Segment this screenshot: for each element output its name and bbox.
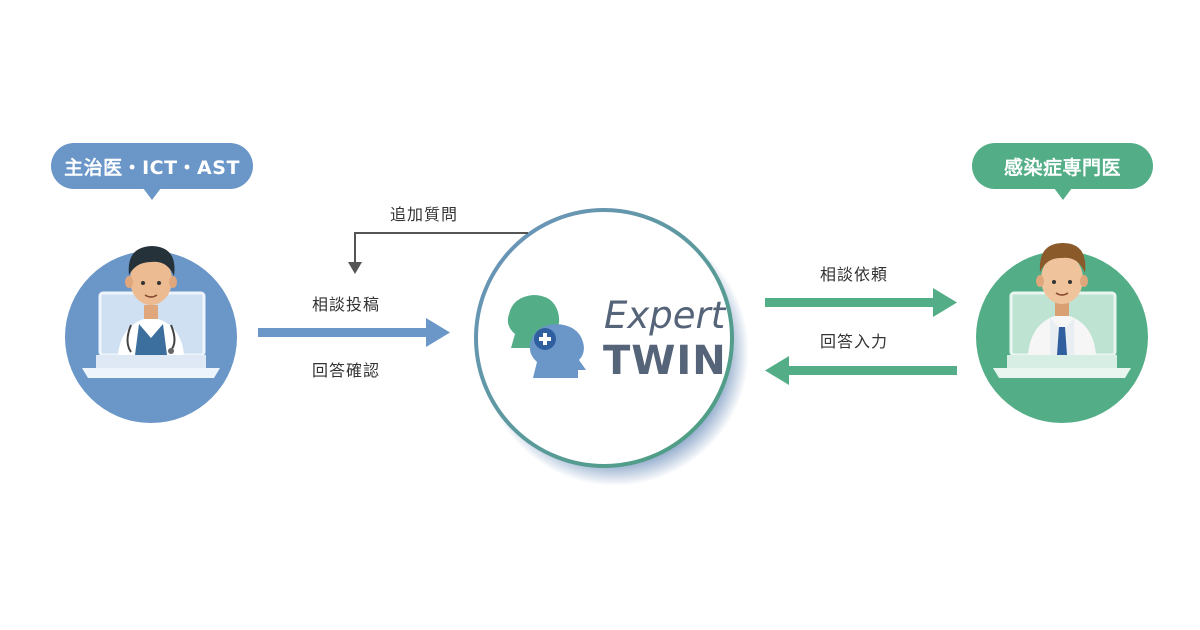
left-avatar bbox=[65, 246, 237, 423]
role-bubble-left: 主治医・ICT・AST bbox=[51, 143, 253, 200]
bubble-tail bbox=[1053, 188, 1072, 200]
role-left-label: 主治医・ICT・AST bbox=[64, 156, 240, 179]
consult-request-label: 相談依頼 bbox=[820, 265, 889, 284]
consult-post-label: 相談投稿 bbox=[312, 295, 381, 314]
platform-circle bbox=[474, 208, 749, 486]
logo-wordmark-expert: Expert bbox=[604, 294, 726, 337]
role-bubble-right: 感染症専門医 bbox=[972, 143, 1153, 200]
doctor-labcoat-icon bbox=[993, 243, 1131, 378]
consult-post-arrow bbox=[258, 318, 450, 347]
answer-confirm-label: 回答確認 bbox=[312, 361, 381, 380]
additional-question-arrow bbox=[348, 232, 528, 274]
right-avatar bbox=[976, 243, 1148, 423]
answer-input-arrow bbox=[765, 356, 957, 385]
logo-wordmark-twin: TWIN bbox=[603, 338, 727, 384]
additional-question-label: 追加質問 bbox=[390, 205, 459, 224]
twin-heads-plus-icon bbox=[507, 295, 586, 378]
bubble-tail bbox=[143, 188, 161, 200]
doctor-scrubs-icon bbox=[82, 246, 220, 378]
consult-request-arrow bbox=[765, 288, 957, 317]
answer-input-label: 回答入力 bbox=[820, 332, 889, 351]
role-right-label: 感染症専門医 bbox=[1003, 156, 1121, 179]
